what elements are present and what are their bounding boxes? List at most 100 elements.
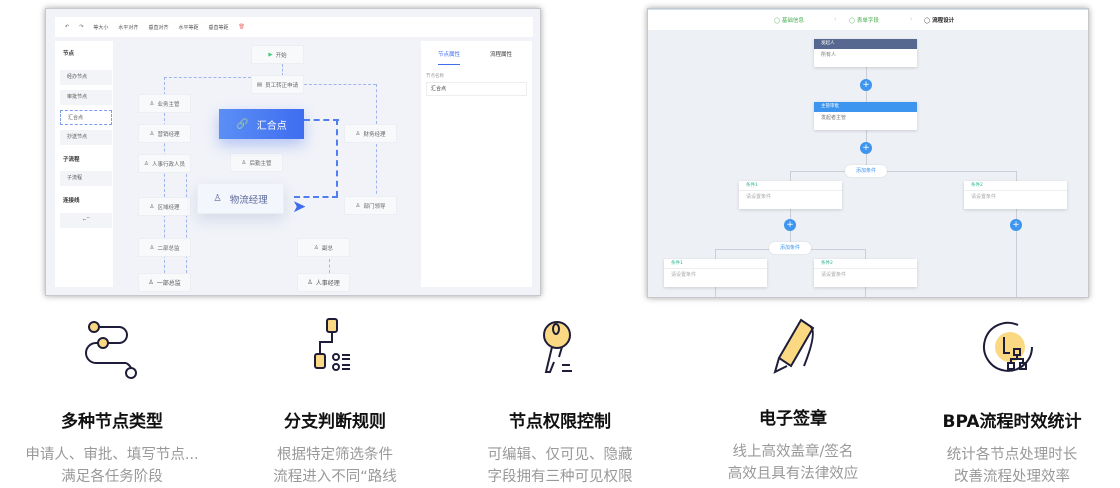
toolbar-space-v[interactable]: 垂直等距 xyxy=(208,24,229,31)
node-label: 业务主管 xyxy=(157,101,180,108)
add-node-button[interactable]: + xyxy=(784,219,796,231)
node-title: 条件2 xyxy=(814,259,917,269)
toolbar-space-h[interactable]: 水平等距 xyxy=(178,24,199,31)
user-icon: ♙ xyxy=(355,202,361,209)
user-icon: ♙ xyxy=(144,160,149,167)
node-body: 发起者主管 xyxy=(821,115,847,121)
feature-e-signature: 电子签章 线上高效盖章/签名高效且具有法律效应 xyxy=(683,312,903,485)
node-name-input[interactable]: 汇合点 xyxy=(426,82,527,96)
node-label: 二部总监 xyxy=(157,245,180,252)
feature-desc-line: 改善流程处理效率 xyxy=(954,469,1070,485)
left-flow-designer-screenshot: ↶ ↷ 等大小 水平对齐 垂直对齐 水平等距 垂直等距 🗑 节点 经办节点 审批… xyxy=(45,8,541,296)
user-icon: ♙ xyxy=(355,130,361,137)
node-name-label: 节点名称 xyxy=(426,74,444,79)
node-start[interactable]: ▶开始 xyxy=(251,45,304,64)
condition-node[interactable]: 条件2 请设置条件 xyxy=(814,259,917,287)
node-logistics[interactable]: ♙ 物流经理 xyxy=(197,183,284,214)
feature-desc-line: 字段拥有三种可见权限 xyxy=(487,469,633,485)
node-label: 汇合点 xyxy=(256,120,287,132)
feature-desc-line: 线上高效盖章/签名 xyxy=(732,444,854,460)
add-node-button[interactable]: + xyxy=(1010,219,1022,231)
palette-title: 节点 xyxy=(63,51,75,57)
toolbar-align-h[interactable]: 水平对齐 xyxy=(118,24,139,31)
properties-panel: 节点属性 流程属性 节点名称 汇合点 xyxy=(421,41,532,287)
connector-line-icon[interactable]: ⌐‾ xyxy=(60,213,112,228)
step-label: 流程设计 xyxy=(932,18,955,24)
step-1[interactable]: ◯ 基础信息 xyxy=(774,18,804,24)
redo-icon[interactable]: ↷ xyxy=(79,24,84,30)
toolbar-align-v[interactable]: 垂直对齐 xyxy=(148,24,169,31)
node-label: 员工转正申请 xyxy=(265,82,299,89)
user-icon: ♙ xyxy=(149,244,155,251)
node-dept2[interactable]: ♙二部总监 xyxy=(138,238,191,257)
feature-node-types: 多种节点类型 申请人、审批、填写节点...满足各任务阶段 xyxy=(2,315,222,488)
palette-item[interactable]: 审批节点 xyxy=(60,90,112,105)
node-biz[interactable]: ♙业务主管 xyxy=(138,94,191,113)
tab-flow-props[interactable]: 流程属性 xyxy=(490,52,513,58)
step-header: ◯ 基础信息 › ◯ 表单字段 › ◯ 流程设计 xyxy=(648,9,1088,30)
user-icon: ♙ xyxy=(241,159,247,166)
node-dept-lead[interactable]: ♙部门领导 xyxy=(344,196,397,215)
node-logistics-mgr[interactable]: ♙后勤主管 xyxy=(230,153,283,172)
add-condition-button[interactable]: 添加条件 xyxy=(845,165,887,177)
user-icon: ♙ xyxy=(314,244,319,251)
node-join[interactable]: 🔗 汇合点 xyxy=(219,109,304,139)
add-condition-button[interactable]: 添加条件 xyxy=(769,242,811,254)
cursor-icon: ➤ xyxy=(292,197,307,217)
link-icon: 🔗 xyxy=(236,118,249,130)
step-label: 基础信息 xyxy=(781,18,804,24)
node-dept1[interactable]: ♙一部总监 xyxy=(138,273,191,292)
step-3[interactable]: ◯ 流程设计 xyxy=(924,18,955,24)
node-sales[interactable]: ♙营销经理 xyxy=(138,124,191,143)
node-region[interactable]: ♙区域经理 xyxy=(138,197,191,216)
node-hr-staff[interactable]: ♙人事行政人员 xyxy=(138,154,191,173)
pen-icon xyxy=(773,318,815,374)
node-body: 请设置条件 xyxy=(821,272,847,278)
step-label: 表单字段 xyxy=(856,18,879,24)
palette-item[interactable]: 汇合点 xyxy=(60,110,112,125)
step-2[interactable]: ◯ 表单字段 xyxy=(849,18,879,24)
add-node-button[interactable]: + xyxy=(860,142,872,154)
node-body: 所有人 xyxy=(821,52,837,58)
add-node-button[interactable]: + xyxy=(860,79,872,91)
user-icon: ♙ xyxy=(149,130,155,137)
initiator-node[interactable]: 发起人所有人 xyxy=(814,39,917,67)
node-vp[interactable]: ♙副总 xyxy=(297,238,350,257)
form-icon: ▤ xyxy=(256,81,263,88)
user-icon: ♙ xyxy=(149,100,155,107)
play-icon: ▶ xyxy=(268,51,273,58)
node-label: 物流经理 xyxy=(229,194,268,206)
feature-desc-line: 统计各节点处理时长 xyxy=(946,447,1078,463)
node-apply[interactable]: ▤员工转正申请 xyxy=(251,75,304,94)
user-icon: ♙ xyxy=(149,203,155,210)
node-label: 一部总监 xyxy=(156,280,181,287)
node-body: 请设置条件 xyxy=(671,272,697,278)
feature-permissions: 节点权限控制 可编辑、仅可见、隐藏字段拥有三种可见权限 xyxy=(450,315,670,488)
node-hr-mgr[interactable]: ♙人事经理 xyxy=(297,273,350,292)
right-flow-designer-screenshot: ◯ 基础信息 › ◯ 表单字段 › ◯ 流程设计 发起人所有人 + 主管审批发起… xyxy=(647,8,1089,298)
node-label: 人事行政人员 xyxy=(151,161,185,168)
node-label: 后勤主管 xyxy=(249,160,272,167)
toolbar: ↶ ↷ 等大小 水平对齐 垂直对齐 水平等距 垂直等距 🗑 xyxy=(55,17,533,37)
node-finance[interactable]: ♙财务经理 xyxy=(344,124,397,143)
user-icon: ♙ xyxy=(213,193,222,204)
node-body: 请设置条件 xyxy=(746,194,772,200)
palette-item[interactable]: 子流程 xyxy=(60,171,112,186)
approver-node[interactable]: 主管审批发起者主管 xyxy=(814,102,917,130)
delete-icon[interactable]: 🗑 xyxy=(238,24,245,30)
feature-desc-line: 申请人、审批、填写节点... xyxy=(25,447,199,463)
node-label: 财务经理 xyxy=(363,131,386,138)
undo-icon[interactable]: ↶ xyxy=(65,24,70,30)
node-label: 副总 xyxy=(321,245,333,252)
toolbar-same-size[interactable]: 等大小 xyxy=(93,24,109,31)
palette-item[interactable]: 抄送节点 xyxy=(60,130,112,145)
feature-title: BPA流程时效统计 xyxy=(942,412,1082,432)
tab-node-props[interactable]: 节点属性 xyxy=(438,50,461,65)
node-label: 营销经理 xyxy=(157,131,180,138)
user-icon: ♙ xyxy=(148,279,154,286)
subflow-title: 子流程 xyxy=(63,157,80,163)
palette-item[interactable]: 经办节点 xyxy=(60,70,112,85)
